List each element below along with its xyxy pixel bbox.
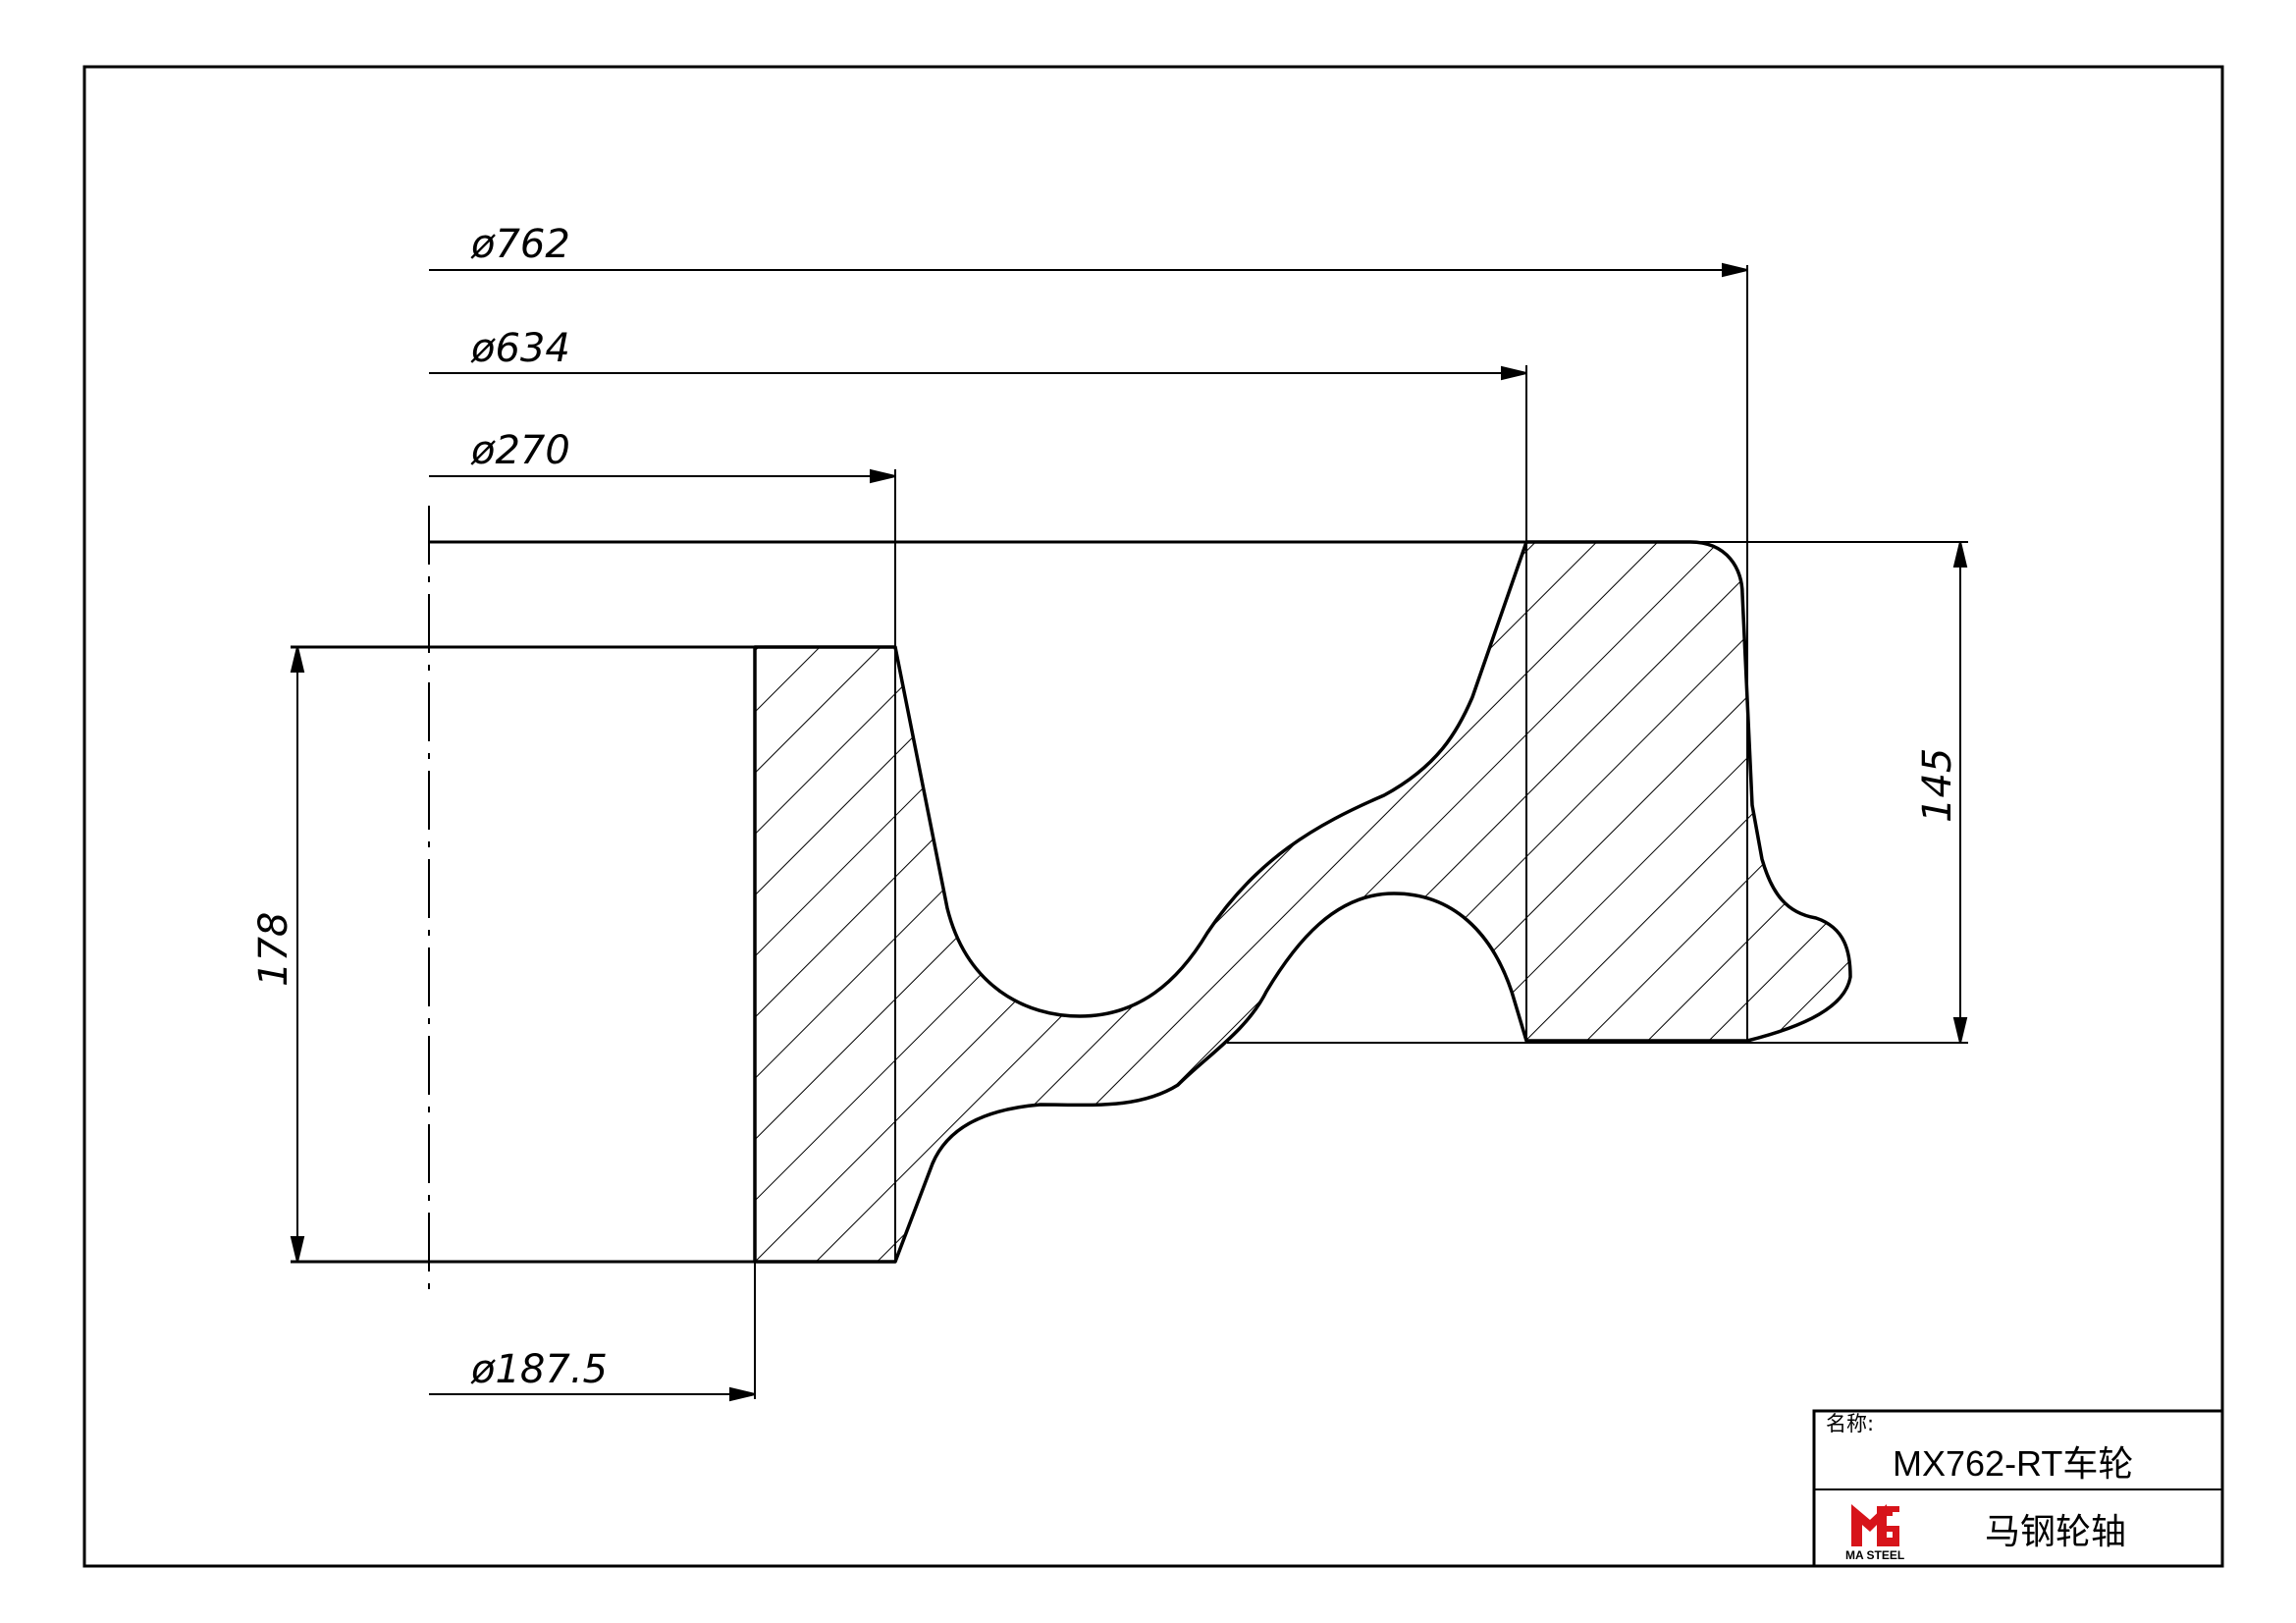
dim-text-145: 145 (1915, 748, 1960, 823)
logo-text: MA STEEL (1845, 1548, 1904, 1562)
masteel-logo: MA STEEL (1845, 1504, 1904, 1562)
drawing-border (82, 65, 2224, 1568)
dim-text-d270: ø270 (470, 428, 570, 473)
dim-text-d762: ø762 (470, 222, 570, 267)
height-dimension-145 (1952, 541, 1968, 1044)
wheel-section (753, 540, 1852, 1264)
title-block: 名称: MX762-RT车轮 MA STEEL 马钢轮轴 (1812, 1409, 2224, 1568)
title-block-company-name: 马钢轮轴 (1985, 1512, 2126, 1552)
hatched-region (753, 540, 1852, 1264)
dim-text-d187-5: ø187.5 (470, 1347, 608, 1392)
logo-g-shape (1877, 1506, 1899, 1546)
diameter-dimension-lines (429, 262, 1748, 1402)
height-dimension-178 (290, 646, 429, 1263)
title-block-name-label: 名称: (1826, 1412, 1874, 1435)
dim-text-d634: ø634 (470, 326, 570, 371)
dim-text-178: 178 (251, 912, 296, 987)
title-block-product-name: MX762-RT车轮 (1893, 1443, 2133, 1484)
